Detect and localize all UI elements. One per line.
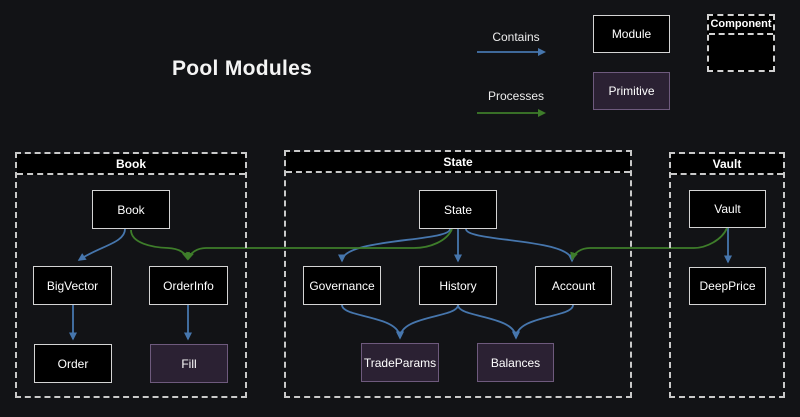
node-balances: Balances	[477, 343, 554, 382]
edge-state-node-orderinfo	[186, 228, 453, 261]
edge-state-node-governance	[338, 228, 451, 263]
legend-module-box: Module	[593, 15, 670, 53]
legend-contains-label: Contains	[492, 30, 540, 44]
node-state-node: State	[419, 190, 497, 229]
group-title-vault: Vault	[671, 154, 783, 175]
node-label-account: Account	[551, 278, 596, 293]
node-label-tradeparams: TradeParams	[363, 355, 437, 370]
edge-book-node-orderinfo	[130, 229, 190, 261]
node-history: History	[419, 266, 497, 305]
legend-processes-arrow	[477, 109, 546, 117]
node-label-balances: Balances	[490, 355, 541, 370]
edge-vault-node-account	[570, 227, 728, 261]
node-orderinfo: OrderInfo	[149, 266, 228, 305]
node-tradeparams: TradeParams	[361, 343, 439, 382]
node-bigvector: BigVector	[33, 266, 112, 305]
group-vault: Vault	[669, 152, 785, 398]
node-account: Account	[535, 266, 612, 305]
edge-state-node-account	[465, 228, 576, 263]
edge-account-balances	[512, 304, 574, 340]
group-state: State	[284, 150, 632, 398]
node-vault-node: Vault	[689, 190, 766, 228]
node-fill: Fill	[150, 344, 228, 383]
legend-primitive-box: Primitive	[593, 72, 670, 110]
node-governance: Governance	[303, 266, 381, 305]
legend-primitive-label: Primitive	[608, 84, 655, 98]
node-label-state-node: State	[443, 202, 473, 217]
node-label-deepprice: DeepPrice	[699, 279, 756, 293]
page-title: Pool Modules	[172, 57, 313, 80]
node-label-vault-node: Vault	[714, 202, 741, 216]
node-label-order: Order	[57, 356, 89, 371]
legend-processes-label: Processes	[487, 89, 545, 103]
group-book: Book	[15, 152, 247, 398]
node-book-node: Book	[92, 190, 170, 229]
legend-module-label: Module	[611, 27, 652, 41]
legend-component-box: Component	[707, 14, 775, 72]
node-label-bigvector: BigVector	[46, 278, 99, 293]
legend-component-label: Component	[709, 16, 773, 35]
node-label-orderinfo: OrderInfo	[163, 278, 214, 293]
node-label-history: History	[439, 278, 477, 293]
edge-history-tradeparams	[396, 304, 459, 340]
node-label-fill: Fill	[181, 356, 197, 371]
node-label-governance: Governance	[309, 278, 375, 293]
node-label-book-node: Book	[117, 202, 145, 217]
group-title-state: State	[286, 152, 630, 173]
node-order: Order	[34, 344, 112, 383]
edge-book-node-bigvector	[77, 228, 126, 261]
legend-contains-arrow	[477, 48, 546, 56]
group-title-book: Book	[17, 154, 245, 175]
node-deepprice: DeepPrice	[689, 267, 766, 305]
